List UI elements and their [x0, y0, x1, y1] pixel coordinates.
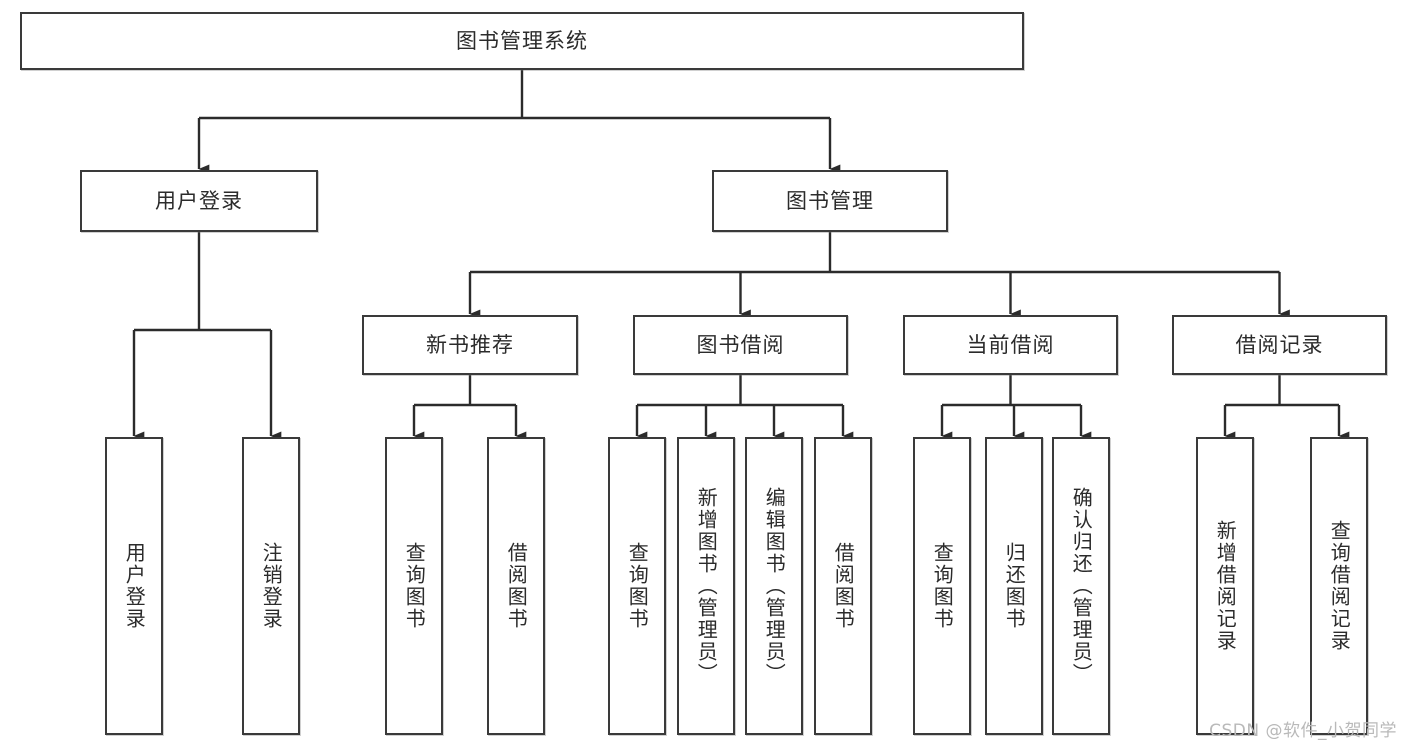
node-leaf-confirm-return[interactable]: 确认归还（管理员）	[1052, 437, 1110, 735]
node-current-borrow[interactable]: 当前借阅	[903, 315, 1118, 375]
node-root[interactable]: 图书管理系统	[20, 12, 1024, 70]
node-book-manage[interactable]: 图书管理	[712, 170, 948, 232]
node-leaf-query-record[interactable]: 查询借阅记录	[1310, 437, 1368, 735]
node-label: 确认归还（管理员）	[1069, 487, 1094, 685]
node-label: 图书管理系统	[456, 28, 588, 53]
node-label: 借阅图书	[831, 542, 856, 630]
node-borrow-record[interactable]: 借阅记录	[1172, 315, 1387, 375]
node-leaf-add-record[interactable]: 新增借阅记录	[1196, 437, 1254, 735]
node-label: 用户登录	[155, 188, 243, 213]
node-label: 查询借阅记录	[1327, 520, 1352, 652]
node-leaf-query-book-1[interactable]: 查询图书	[385, 437, 443, 735]
node-label: 归还图书	[1002, 542, 1027, 630]
node-label: 图书管理	[786, 188, 874, 213]
node-leaf-user-login[interactable]: 用户登录	[105, 437, 163, 735]
node-user-login[interactable]: 用户登录	[80, 170, 318, 232]
node-label: 查询图书	[625, 542, 650, 630]
node-label: 借阅记录	[1235, 332, 1324, 357]
node-leaf-query-book-3[interactable]: 查询图书	[913, 437, 971, 735]
node-label: 查询图书	[930, 542, 955, 630]
node-label: 用户登录	[122, 542, 147, 630]
node-book-borrow[interactable]: 图书借阅	[633, 315, 848, 375]
node-leaf-query-book-2[interactable]: 查询图书	[608, 437, 666, 735]
node-new-book-recommend[interactable]: 新书推荐	[362, 315, 578, 375]
node-label: 当前借阅	[966, 332, 1055, 357]
node-leaf-edit-book[interactable]: 编辑图书（管理员）	[745, 437, 803, 735]
node-label: 注销登录	[259, 542, 284, 630]
node-leaf-borrow-book-2[interactable]: 借阅图书	[814, 437, 872, 735]
node-leaf-logout[interactable]: 注销登录	[242, 437, 300, 735]
node-label: 图书借阅	[696, 332, 785, 357]
node-label: 新书推荐	[426, 332, 514, 357]
node-label: 编辑图书（管理员）	[762, 487, 787, 685]
node-label: 新增借阅记录	[1213, 520, 1238, 652]
node-label: 借阅图书	[504, 542, 529, 630]
node-label: 新增图书（管理员）	[694, 487, 719, 685]
node-label: 查询图书	[402, 542, 427, 630]
node-leaf-return-book[interactable]: 归还图书	[985, 437, 1043, 735]
node-leaf-add-book[interactable]: 新增图书（管理员）	[677, 437, 735, 735]
node-leaf-borrow-book-1[interactable]: 借阅图书	[487, 437, 545, 735]
